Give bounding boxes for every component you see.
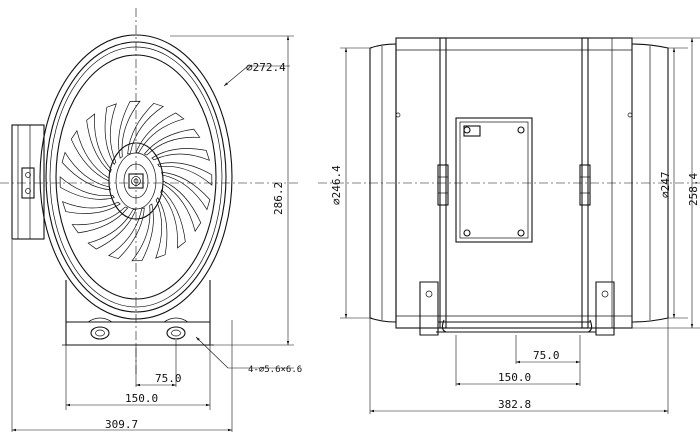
impeller-blade xyxy=(160,189,186,249)
side-outlet-diameter-label: ⌀247 xyxy=(659,172,672,199)
front-hole-spacing-inner-dimension: 75.0 xyxy=(136,372,182,387)
front-overall-width-dimension: 309.7 xyxy=(12,418,232,432)
impeller-blade xyxy=(162,180,202,233)
front-diameter-dimension: ⌀272.4 xyxy=(223,61,290,87)
side-bracket-spacing-outer-dimension: 150.0 xyxy=(456,371,580,386)
side-inlet-diameter-label: ⌀246.4 xyxy=(330,165,343,205)
impeller-blade xyxy=(155,197,168,259)
front-mount-base xyxy=(62,280,214,346)
impeller-blade xyxy=(151,148,210,161)
impeller-blade xyxy=(86,113,112,173)
side-bracket-spacing-inner-label: 75.0 xyxy=(533,349,560,362)
impeller-blade xyxy=(104,103,117,165)
impeller-blade xyxy=(87,208,137,250)
front-hole-spacing-inner-label: 75.0 xyxy=(155,372,182,385)
mount-holes-label: 4-⌀5.6×6.6 xyxy=(248,365,302,375)
side-outlet-flange xyxy=(631,43,669,323)
impeller-blade xyxy=(118,100,141,159)
impeller-blade xyxy=(61,151,111,191)
mount-hole-right xyxy=(166,326,186,340)
front-height-label: 286.2 xyxy=(272,182,285,215)
side-main-body xyxy=(395,37,633,329)
impeller-blade xyxy=(143,128,201,156)
side-inlet-diameter-dimension: ⌀246.4 xyxy=(330,47,372,319)
impeller-blade xyxy=(135,112,185,154)
impeller-blade xyxy=(62,201,121,214)
housing-ring-2 xyxy=(45,41,227,313)
side-body-diameter-label: 258.4 xyxy=(687,173,700,206)
impeller-hub xyxy=(108,142,164,220)
side-bracket-spacing-inner-dimension: 75.0 xyxy=(516,349,580,364)
side-view: ⌀246.4 ⌀247 258.4 75.0 150 xyxy=(318,37,700,414)
side-overall-length-dimension: 382.8 xyxy=(370,398,668,413)
housing-outer-ring xyxy=(39,34,233,320)
front-view: ⌀272.4 286.2 4-⌀5.6×6.6 75.0 xyxy=(0,8,302,432)
impeller-blade xyxy=(161,171,211,211)
mount-holes-dimension: 4-⌀5.6×6.6 xyxy=(195,336,302,375)
impeller-blade xyxy=(131,203,154,262)
impeller-blade xyxy=(108,207,145,260)
housing-inner-ring xyxy=(55,54,217,300)
side-junction-box xyxy=(455,117,533,243)
front-height-dimension: 286.2 xyxy=(170,35,294,346)
impeller xyxy=(59,100,213,262)
housing-ring-3 xyxy=(49,46,223,308)
side-overall-length-label: 382.8 xyxy=(498,398,531,411)
side-bracket-spacing-outer-label: 150.0 xyxy=(498,371,531,384)
impeller-blade xyxy=(59,176,115,200)
front-diameter-label: ⌀272.4 xyxy=(246,61,286,74)
front-hole-spacing-outer-dimension: 150.0 xyxy=(66,392,210,407)
front-inlet-box xyxy=(11,124,45,240)
mount-hole-left xyxy=(90,326,110,340)
front-overall-width-label: 309.7 xyxy=(105,418,138,431)
side-mounting-bracket xyxy=(419,281,615,336)
side-outlet-diameter-dimension: ⌀247 xyxy=(659,47,688,319)
impeller-blade xyxy=(157,162,213,186)
front-hole-spacing-outer-label: 150.0 xyxy=(125,392,158,405)
impeller-blade xyxy=(70,129,110,182)
impeller-blade xyxy=(71,206,129,234)
side-screws xyxy=(395,112,633,118)
side-body-diameter-dimension: 258.4 xyxy=(632,37,700,329)
impeller-blade xyxy=(127,102,164,155)
